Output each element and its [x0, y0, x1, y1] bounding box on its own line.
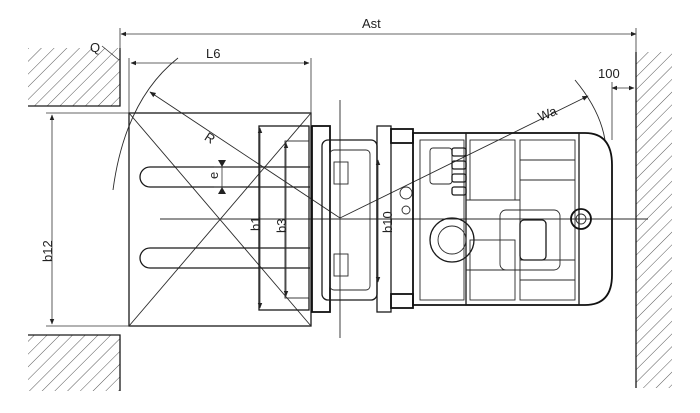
wall-top-left	[28, 48, 121, 107]
fork-upper	[139, 166, 310, 188]
q-leader	[101, 45, 120, 61]
r-label: R	[202, 129, 218, 147]
e-arrow-bottom	[218, 187, 226, 194]
b10-label: b10	[380, 211, 395, 233]
pallet-outline	[128, 112, 312, 327]
ast-label: Ast	[362, 16, 381, 31]
fork-lower	[139, 247, 310, 269]
wall-right	[635, 52, 672, 388]
b3-label: b3	[274, 219, 289, 233]
b12-label: b12	[40, 240, 55, 262]
gap-label: 100	[598, 66, 620, 81]
turning-radius-arc	[112, 57, 179, 191]
wa-label: Wa	[536, 103, 560, 124]
e-label: e	[206, 172, 221, 179]
b1-label: b1	[248, 217, 263, 231]
l6-label: L6	[206, 46, 220, 61]
truck-body	[412, 132, 613, 306]
e-arrow-top	[218, 160, 226, 167]
wa-arc	[574, 79, 606, 141]
wall-bottom-left	[28, 334, 121, 391]
q-label: Q	[90, 40, 100, 55]
radius-line	[149, 91, 341, 219]
pallet-diagonal-b	[128, 112, 312, 327]
